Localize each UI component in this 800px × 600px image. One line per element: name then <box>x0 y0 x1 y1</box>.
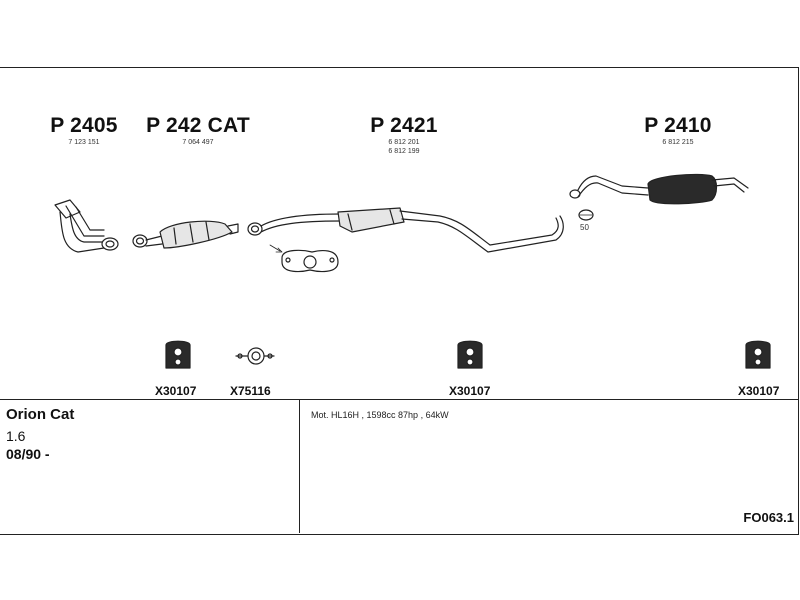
vehicle-name: Orion Cat <box>6 406 75 423</box>
bracket-mount <box>235 347 275 365</box>
part-label-front-pipe: P 2405 7 123 151 <box>40 114 128 147</box>
oem-number: 6 812 215 <box>662 139 694 146</box>
rubber-mount-2 <box>457 340 483 369</box>
part-code: P 2410 <box>644 114 712 137</box>
part-code: P 2405 <box>50 114 118 137</box>
rear-silencer <box>569 173 749 205</box>
clamp-size: 50 <box>580 223 589 232</box>
oem-number: 7 123 151 <box>68 139 100 146</box>
oem-number: 6 812 201 <box>388 139 420 146</box>
rubber-mount-1 <box>165 340 191 369</box>
reference-code: FO063.1 <box>743 510 794 525</box>
oem-number: 6 812 199 <box>388 148 420 155</box>
catalyst <box>132 220 239 249</box>
center-pipe <box>247 207 564 253</box>
part-label-center-silencer: P 2421 6 812 201 6 812 199 <box>360 114 448 156</box>
oem-number: 7 064 497 <box>182 139 214 146</box>
mount-label: X30107 <box>738 384 780 398</box>
front-pipe <box>54 199 119 253</box>
rubber-mount-3 <box>745 340 771 369</box>
mount-label: X75116 <box>230 384 271 398</box>
mount-label: X30107 <box>155 384 197 398</box>
vehicle-dates: 08/90 - <box>6 446 50 462</box>
part-label-catalyst: P 242 CAT 7 064 497 <box>139 114 257 147</box>
divider-horizontal <box>0 399 798 400</box>
part-code: P 242 CAT <box>146 114 250 137</box>
part-code: P 2421 <box>370 114 438 137</box>
flange-gasket <box>269 244 339 273</box>
diagram-frame <box>0 67 799 535</box>
engine-note: Mot. HL16H , 1598cc 87hp , 64kW <box>311 410 449 420</box>
vehicle-engine: 1.6 <box>6 428 26 444</box>
part-label-rear-silencer: P 2410 6 812 215 <box>634 114 722 147</box>
divider-vertical <box>299 400 300 533</box>
clamp <box>578 209 594 221</box>
mount-label: X30107 <box>449 384 491 398</box>
